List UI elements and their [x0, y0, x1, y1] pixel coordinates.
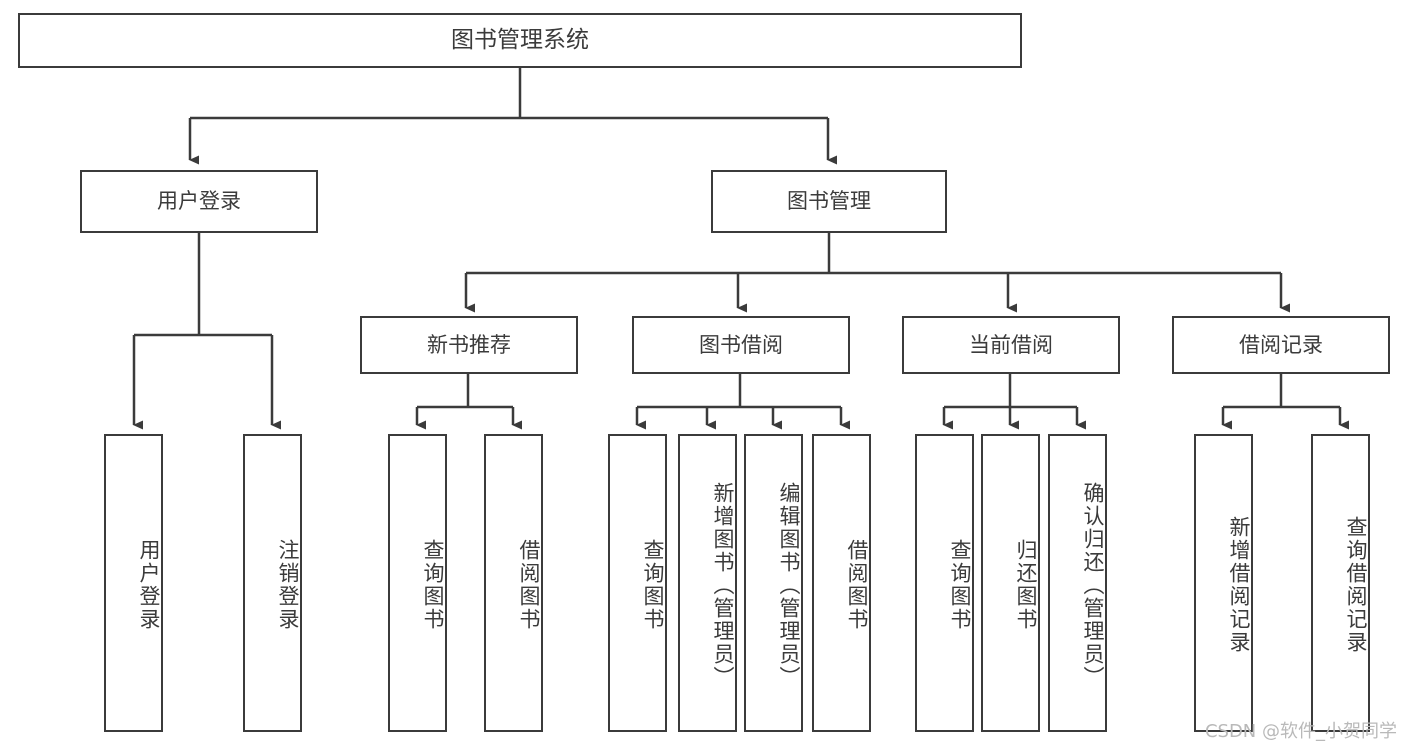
node-label: 当前借阅: [969, 332, 1053, 357]
node-label: 用户登录: [157, 189, 241, 214]
leaf-record-query-record[interactable]: 查询借阅记录: [1311, 434, 1370, 732]
node-book-borrow[interactable]: 图书借阅: [632, 316, 850, 374]
leaf-borrow-borrow-book[interactable]: 借阅图书: [812, 434, 871, 732]
node-label: 归还图书: [1014, 539, 1038, 631]
node-label: 注销登录: [276, 539, 300, 631]
leaf-current-return-book[interactable]: 归还图书: [981, 434, 1040, 732]
node-label: 新增图书（管理员）: [711, 481, 735, 689]
node-label: 编辑图书（管理员）: [777, 481, 801, 689]
leaf-current-query-book[interactable]: 查询图书: [915, 434, 974, 732]
node-label: 图书管理: [787, 189, 871, 214]
node-current-borrow[interactable]: 当前借阅: [902, 316, 1120, 374]
leaf-current-confirm-return-admin[interactable]: 确认归还（管理员）: [1048, 434, 1107, 732]
node-label: 图书管理系统: [451, 26, 589, 53]
node-label: 借阅图书: [517, 539, 541, 631]
node-label: 确认归还（管理员）: [1081, 481, 1105, 689]
leaf-user-login-login[interactable]: 用户登录: [104, 434, 163, 732]
node-borrow-record[interactable]: 借阅记录: [1172, 316, 1390, 374]
leaf-new-book-borrow[interactable]: 借阅图书: [484, 434, 543, 732]
node-label: 用户登录: [137, 539, 161, 631]
node-label: 查询图书: [948, 539, 972, 631]
node-label: 图书借阅: [699, 332, 783, 357]
node-label: 查询图书: [421, 539, 445, 631]
leaf-user-login-logout[interactable]: 注销登录: [243, 434, 302, 732]
node-book-management[interactable]: 图书管理: [711, 170, 947, 233]
leaf-borrow-query-book[interactable]: 查询图书: [608, 434, 667, 732]
node-label: 新书推荐: [427, 332, 511, 357]
node-label: 查询借阅记录: [1344, 516, 1368, 654]
node-label: 新增借阅记录: [1227, 516, 1251, 654]
leaf-record-add-record[interactable]: 新增借阅记录: [1194, 434, 1253, 732]
node-label: 借阅记录: [1239, 332, 1323, 357]
leaf-new-book-query[interactable]: 查询图书: [388, 434, 447, 732]
node-label: 借阅图书: [845, 539, 869, 631]
leaf-borrow-edit-book-admin[interactable]: 编辑图书（管理员）: [744, 434, 803, 732]
node-root-book-management-system[interactable]: 图书管理系统: [18, 13, 1022, 68]
node-new-book-recommend[interactable]: 新书推荐: [360, 316, 578, 374]
node-label: 查询图书: [641, 539, 665, 631]
node-user-login[interactable]: 用户登录: [80, 170, 318, 233]
leaf-borrow-add-book-admin[interactable]: 新增图书（管理员）: [678, 434, 737, 732]
